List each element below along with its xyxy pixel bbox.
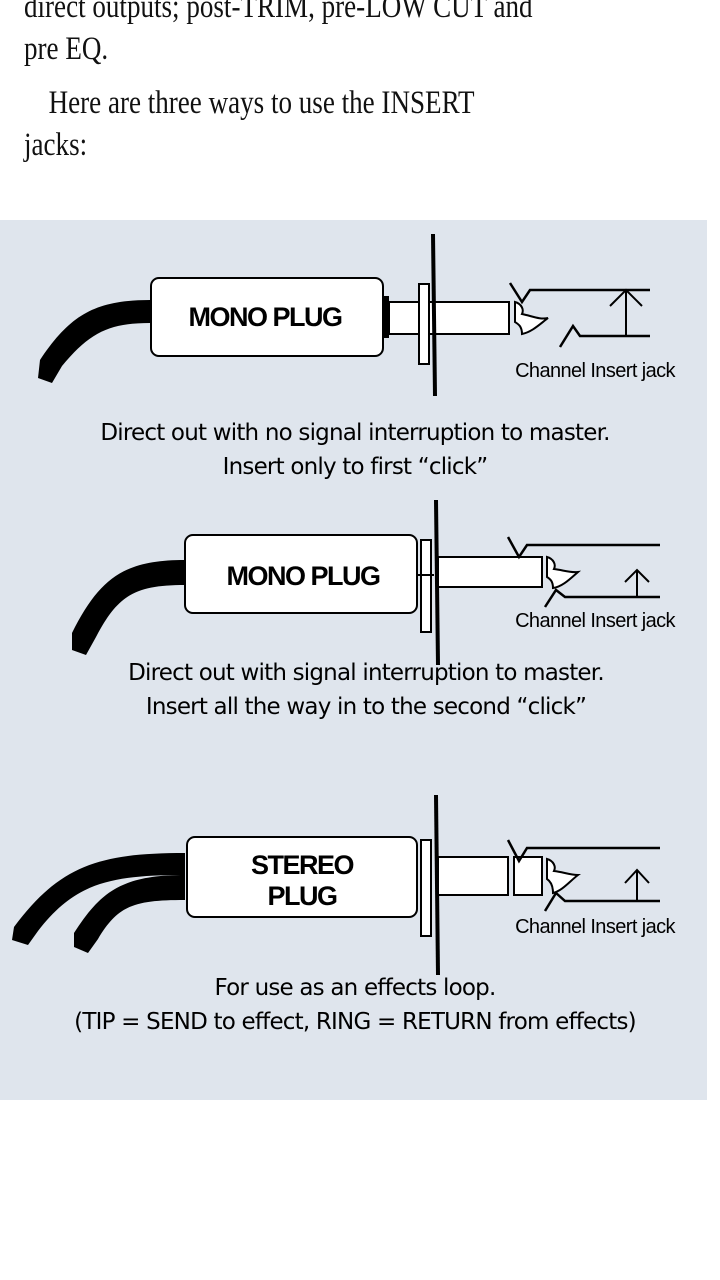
cable-icon <box>38 300 150 383</box>
arrow-up-icon <box>624 568 650 597</box>
plug-label: MONO PLUG <box>227 561 380 591</box>
plug-tip-icon <box>546 555 582 590</box>
plug-shaft <box>437 856 509 896</box>
body-text-line: pre EQ. <box>24 31 109 67</box>
body-text-line: jacks: <box>24 127 88 163</box>
plug-label: PLUG <box>267 881 337 911</box>
plug-tip-icon <box>514 300 549 336</box>
jack-label: Channel Insert jack <box>515 360 676 382</box>
diagram-stereo-effects-loop: STEREO PLUG Channel Insert jack For use … <box>12 794 677 1035</box>
plug-tip-icon <box>546 857 581 895</box>
body-text-line: direct outputs; post-TRIM, pre-LOW CUT a… <box>24 0 533 25</box>
jack-nut <box>420 539 432 633</box>
jack-label: Channel Insert jack <box>515 610 676 632</box>
body-text-paragraph: Here are three ways to use the INSERT <box>48 85 475 121</box>
plug-label: STEREO <box>251 850 354 880</box>
caption-line: For use as an effects loop. <box>215 975 496 1001</box>
plug-collar <box>383 296 389 338</box>
sleeve-contact-icon <box>543 588 660 608</box>
cable-icon <box>72 560 185 655</box>
cable-icon <box>74 875 185 953</box>
diagram-mono-first-click: MONO PLUG Channel Insert jack Direct out… <box>38 233 677 480</box>
ring-contact-icon <box>543 891 660 912</box>
caption-line: (TIP = SEND to effect, RING = RETURN fro… <box>74 1009 636 1035</box>
caption-line: Insert all the way in to the second “cli… <box>146 694 586 720</box>
plug-shaft <box>388 301 510 335</box>
insert-jack-figure: MONO PLUG Channel Insert jack Direct out… <box>0 220 707 1100</box>
jack-nut <box>420 839 432 937</box>
tip-contact-icon <box>508 282 650 305</box>
plug-body <box>184 534 418 614</box>
sleeve-contact-icon <box>558 323 650 348</box>
cable-icon <box>12 853 185 945</box>
arrow-up-icon <box>624 868 650 901</box>
caption-line: Direct out with no signal interruption t… <box>100 420 609 446</box>
arrow-up-icon <box>609 288 643 336</box>
plug-body <box>186 836 418 918</box>
panel-line <box>431 233 437 397</box>
jack-nut <box>418 283 430 365</box>
plug-label: MONO PLUG <box>189 302 342 332</box>
tip-contact-icon <box>506 536 660 560</box>
jack-label: Channel Insert jack <box>515 916 676 938</box>
plug-ring <box>513 856 543 896</box>
caption-line: Direct out with signal interruption to m… <box>128 660 604 686</box>
diagram-mono-second-click: MONO PLUG Channel Insert jack Direct out… <box>72 499 677 720</box>
plug-shaft <box>437 556 543 588</box>
tip-contact-icon <box>506 839 660 864</box>
caption-line: Insert only to first “click” <box>223 454 488 480</box>
